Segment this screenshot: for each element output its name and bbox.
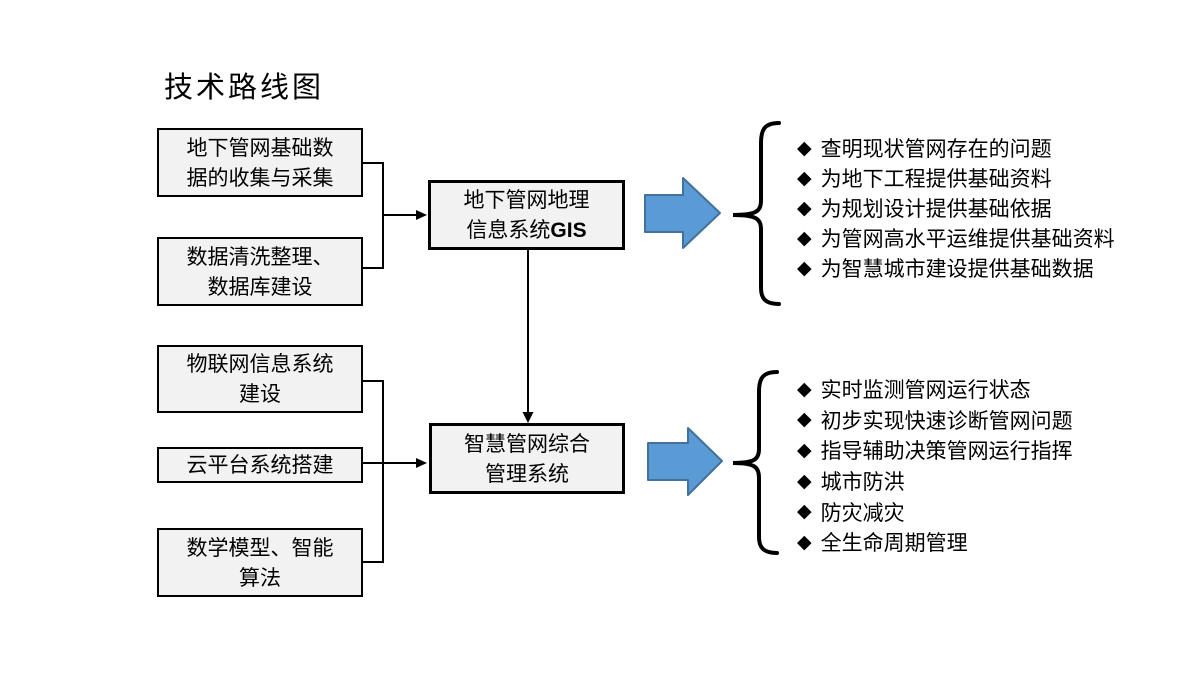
list-item-text: 城市防洪 <box>820 470 905 495</box>
arrowhead-into-gis-box <box>416 210 427 220</box>
box-line: 数据清洗整理、 <box>186 244 334 269</box>
box-line: 建设 <box>239 382 281 406</box>
box-line: 数据库建设 <box>207 274 313 299</box>
box-math-model-ai: 数学模型、智能 算法 <box>157 528 363 597</box>
block-arrow-gis-icon <box>644 177 721 249</box>
smart-outcomes-list: ◆ 实时监测管网运行状态 ◆ 初步实现快速诊断管网问题 ◆ 指导辅助决策管网运行… <box>797 374 1073 558</box>
diamond-bullet-icon: ◆ <box>797 531 812 553</box>
box-line-text: 信息系统 <box>466 217 551 242</box>
list-item: ◆ 实时监测管网运行状态 <box>797 374 1073 405</box>
list-item: ◆ 为规划设计提供基础依据 <box>797 193 1115 223</box>
list-item-text: 为地下工程提供基础资料 <box>820 167 1052 191</box>
list-item-text: 为规划设计提供基础依据 <box>820 197 1052 221</box>
gis-outcomes-list: ◆ 查明现状管网存在的问题 ◆ 为地下工程提供基础资料 ◆ 为规划设计提供基础依… <box>797 133 1115 283</box>
list-item: ◆ 指导辅助决策管网运行指挥 <box>797 435 1073 466</box>
diamond-bullet-icon: ◆ <box>797 137 812 159</box>
list-item: ◆ 为地下工程提供基础资料 <box>797 163 1115 193</box>
list-item: ◆ 全生命周期管理 <box>797 527 1073 558</box>
box-line: 数学模型、智能 <box>186 535 334 560</box>
list-item-text: 指导辅助决策管网运行指挥 <box>820 439 1073 464</box>
box-line: 智慧管网综合 <box>464 431 590 456</box>
box-line: 算法 <box>239 565 281 590</box>
list-item-text: 为管网高水平运维提供基础资料 <box>820 227 1115 251</box>
box-line: 信息系统GIS <box>466 215 586 246</box>
diamond-bullet-icon: ◆ <box>797 167 812 189</box>
box-line: 云平台系统搭建 <box>186 453 334 477</box>
diamond-bullet-icon: ◆ <box>797 378 812 400</box>
box-data-cleaning-database: 数据清洗整理、 数据库建设 <box>157 237 363 306</box>
box-gis-system: 地下管网地理 信息系统GIS <box>428 180 625 250</box>
box-line: 地下管网基础数 <box>186 135 334 160</box>
list-item-text: 实时监测管网运行状态 <box>820 378 1031 403</box>
list-item: ◆ 初步实现快速诊断管网问题 <box>797 405 1073 436</box>
diamond-bullet-icon: ◆ <box>797 439 812 461</box>
brace-smart-outcomes-icon <box>732 370 779 555</box>
connector-top-bracket <box>363 162 384 269</box>
list-item-text: 全生命周期管理 <box>820 531 968 556</box>
diamond-bullet-icon: ◆ <box>797 409 812 431</box>
box-cloud-platform: 云平台系统搭建 <box>157 447 363 483</box>
connector-bottom-bracket <box>363 380 384 563</box>
box-line: 物联网信息系统 <box>186 352 334 376</box>
list-item: ◆ 查明现状管网存在的问题 <box>797 133 1115 163</box>
gis-acronym: GIS <box>550 218 587 242</box>
box-line: 据的收集与采集 <box>186 165 334 190</box>
box-underground-pipeline-data-collection: 地下管网基础数 据的收集与采集 <box>157 128 363 197</box>
block-arrow-smart-icon <box>647 427 723 496</box>
list-item-text: 查明现状管网存在的问题 <box>820 137 1052 161</box>
box-smart-pipeline-management-system: 智慧管网综合 管理系统 <box>429 423 625 494</box>
list-item-text: 为智慧城市建设提供基础数据 <box>820 257 1094 281</box>
diamond-bullet-icon: ◆ <box>797 501 812 523</box>
box-line: 地下管网地理 <box>463 187 590 212</box>
list-item-text: 防灾减灾 <box>820 500 905 525</box>
brace-gis-outcomes-icon <box>732 121 781 306</box>
list-item: ◆ 城市防洪 <box>797 466 1073 497</box>
diagram-title: 技术路线图 <box>164 72 325 104</box>
diamond-bullet-icon: ◆ <box>797 197 812 219</box>
list-item: ◆ 为智慧城市建设提供基础数据 <box>797 253 1115 283</box>
list-item: ◆ 防灾减灾 <box>797 496 1073 527</box>
box-line: 管理系统 <box>485 461 569 486</box>
arrowhead-into-smart-box-top <box>522 412 534 423</box>
list-item-text: 初步实现快速诊断管网问题 <box>820 408 1073 433</box>
list-item: ◆ 为管网高水平运维提供基础资料 <box>797 223 1115 253</box>
diamond-bullet-icon: ◆ <box>797 227 812 249</box>
diamond-bullet-icon: ◆ <box>797 257 812 279</box>
box-iot-information-system: 物联网信息系统 建设 <box>157 345 363 413</box>
diamond-bullet-icon: ◆ <box>797 470 812 492</box>
arrowhead-into-smart-box-left <box>416 458 427 468</box>
